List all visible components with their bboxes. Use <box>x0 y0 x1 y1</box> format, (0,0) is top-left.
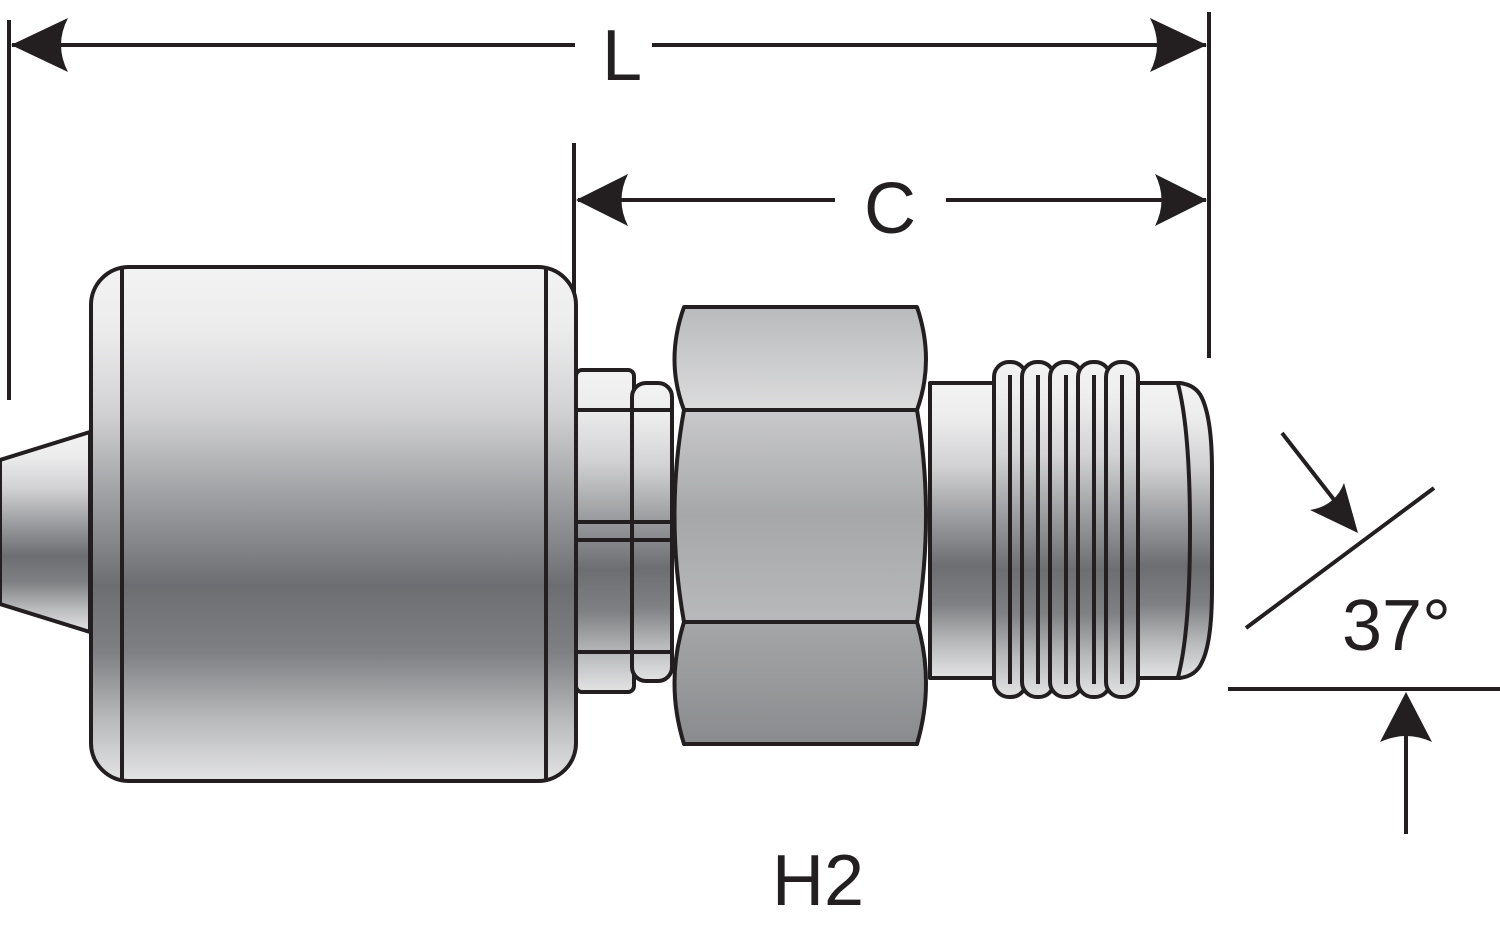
collar-left <box>574 368 636 694</box>
male-end <box>928 360 1214 699</box>
arrowhead-l-right <box>1150 18 1207 72</box>
hex-facet-middle <box>672 408 928 624</box>
angle-reference-line <box>1244 486 1436 630</box>
angle-leader-line <box>1280 431 1344 512</box>
threads <box>992 360 1140 699</box>
collar <box>574 368 674 694</box>
angle-arrowhead-top <box>1310 483 1358 533</box>
dimension-c-label: C <box>864 169 916 249</box>
arrowhead-c-left <box>576 174 628 226</box>
angle-callout: 37° <box>1228 431 1500 834</box>
hex-nut <box>672 305 928 746</box>
hex-facet-top <box>672 305 928 412</box>
collar-right <box>630 381 674 683</box>
part-code-label: H2 <box>772 841 864 921</box>
dimension-l: L <box>7 12 1211 400</box>
flare-edge-line <box>1176 383 1192 678</box>
hex-facet-bottom <box>672 620 928 746</box>
angle-arrowhead-bottom <box>1380 692 1432 742</box>
dimension-c: C <box>572 143 1207 298</box>
angle-label: 37° <box>1342 586 1451 666</box>
hose-stem <box>0 430 92 634</box>
arrowhead-c-right <box>1155 174 1207 226</box>
dimension-l-label: L <box>602 16 642 96</box>
crimp-ferrule <box>89 265 578 783</box>
ferrule-body <box>89 265 578 783</box>
arrowhead-l-left <box>11 18 68 72</box>
